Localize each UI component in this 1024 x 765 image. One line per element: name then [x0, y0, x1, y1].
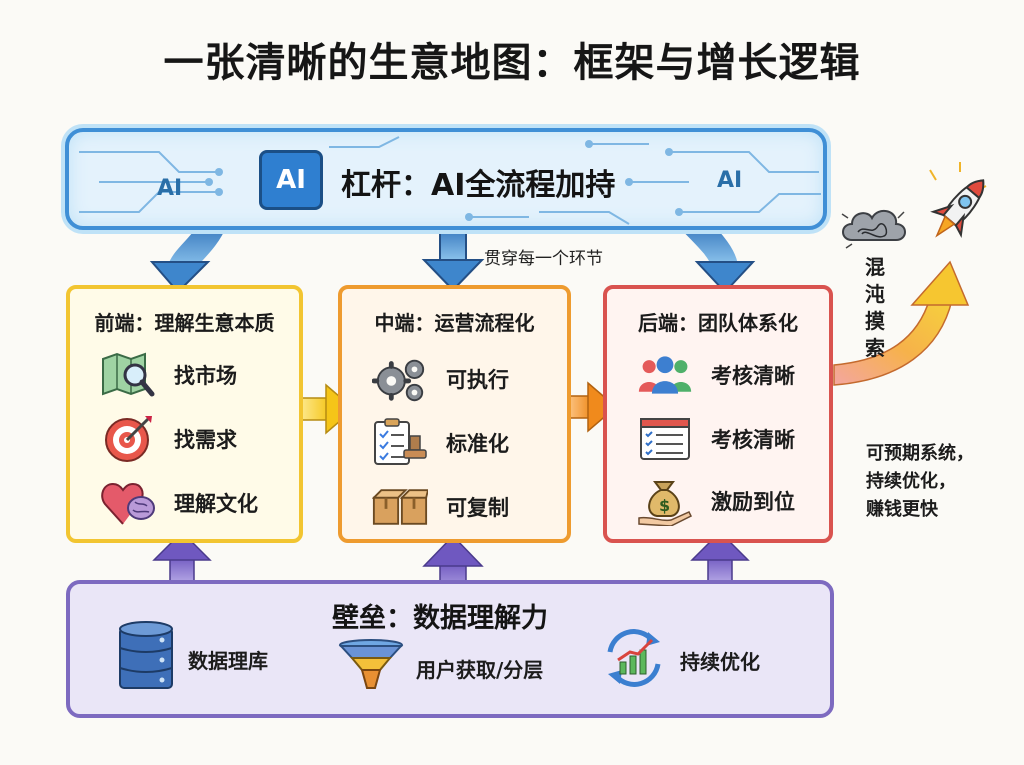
down-arrow-right — [677, 207, 756, 294]
data-moat-bar — [66, 580, 834, 718]
checklist-stamp-icon — [372, 418, 428, 468]
column-back: 后端：团队体系化 考核清晰 考核清晰 $ 激励到位 — [603, 285, 833, 543]
list-item: 标准化 — [372, 417, 509, 469]
ai-side-label-left: AI — [157, 176, 183, 201]
list-item: 可复制 — [372, 481, 509, 533]
target-icon — [100, 414, 156, 464]
column-middle-title: 中端：运营流程化 — [374, 311, 535, 335]
column-middle: 中端：运营流程化 可执行 标准化 可复制 — [338, 285, 571, 543]
outcome-line: 持续优化， — [866, 471, 956, 492]
item-label: 找市场 — [174, 364, 237, 388]
list-item: 找市场 — [100, 349, 237, 401]
rocket-icon — [912, 158, 998, 258]
item-label: 激励到位 — [711, 490, 795, 514]
item-label: 标准化 — [446, 432, 509, 456]
database-icon — [116, 620, 176, 698]
heart-brain-icon — [100, 478, 156, 528]
list-item: 数据理库 — [116, 620, 268, 698]
list-item: 持续优化 — [600, 626, 760, 694]
circuit-pattern — [79, 136, 821, 225]
list-item: 用户获取/分层 — [338, 638, 543, 698]
outcome-line: 赚钱更快 — [866, 499, 938, 520]
team-icon — [637, 350, 693, 400]
item-label: 可执行 — [446, 368, 509, 392]
item-label: 理解文化 — [174, 492, 258, 516]
list-item: 找需求 — [100, 413, 237, 465]
item-label: 找需求 — [174, 428, 237, 452]
item-label: 用户获取/分层 — [416, 657, 544, 682]
banner-text: 杠杆：AI全流程加持 — [341, 168, 616, 203]
arrow-middle-to-back — [559, 381, 618, 433]
cycle-chart-icon — [600, 626, 668, 694]
ai-leverage-banner: AI AI AI 杠杆：AI全流程加持 — [65, 128, 827, 230]
down-arrow-left — [149, 207, 228, 294]
boxes-icon — [372, 482, 428, 532]
outcome-text: 可预期系统， 持续优化， 赚钱更快 — [866, 440, 1016, 524]
page-title: 一张清晰的生意地图：框架与增长逻辑 — [163, 40, 861, 86]
money-bag-icon: $ — [637, 476, 693, 526]
list-item: 可执行 — [372, 353, 509, 405]
gears-icon — [372, 354, 428, 404]
ai-chip-icon: AI — [259, 150, 323, 210]
list-item: 考核清晰 — [637, 349, 795, 401]
item-label: 考核清晰 — [711, 364, 795, 388]
item-label: 持续优化 — [680, 649, 760, 674]
column-back-title: 后端：团队体系化 — [638, 311, 798, 335]
growth-arrow — [833, 260, 970, 386]
list-item: 考核清晰 — [637, 413, 795, 465]
clipboard-icon — [637, 414, 693, 464]
column-front-title: 前端：理解生意本质 — [94, 311, 275, 335]
item-label: 考核清晰 — [711, 428, 795, 452]
funnel-icon — [338, 638, 404, 698]
chaos-label: 混沌摸索 — [865, 255, 885, 360]
column-front: 前端：理解生意本质 找市场 找需求 理解文化 — [66, 285, 303, 543]
down-arrow-middle — [421, 223, 485, 292]
map-magnifier-icon — [100, 350, 156, 400]
item-label: 数据理库 — [188, 648, 268, 673]
list-item: $ 激励到位 — [637, 475, 795, 527]
through-label: 贯穿每一个环节 — [484, 249, 603, 269]
chaos-cloud-icon — [838, 200, 910, 260]
outcome-line: 可预期系统， — [866, 443, 974, 464]
item-label: 可复制 — [446, 496, 509, 520]
data-bar-title: 壁垒：数据理解力 — [332, 603, 548, 634]
ai-side-label-right: AI — [717, 168, 743, 193]
ai-chip-label: AI — [276, 165, 306, 195]
list-item: 理解文化 — [100, 477, 258, 529]
svg-text:$: $ — [659, 496, 670, 515]
